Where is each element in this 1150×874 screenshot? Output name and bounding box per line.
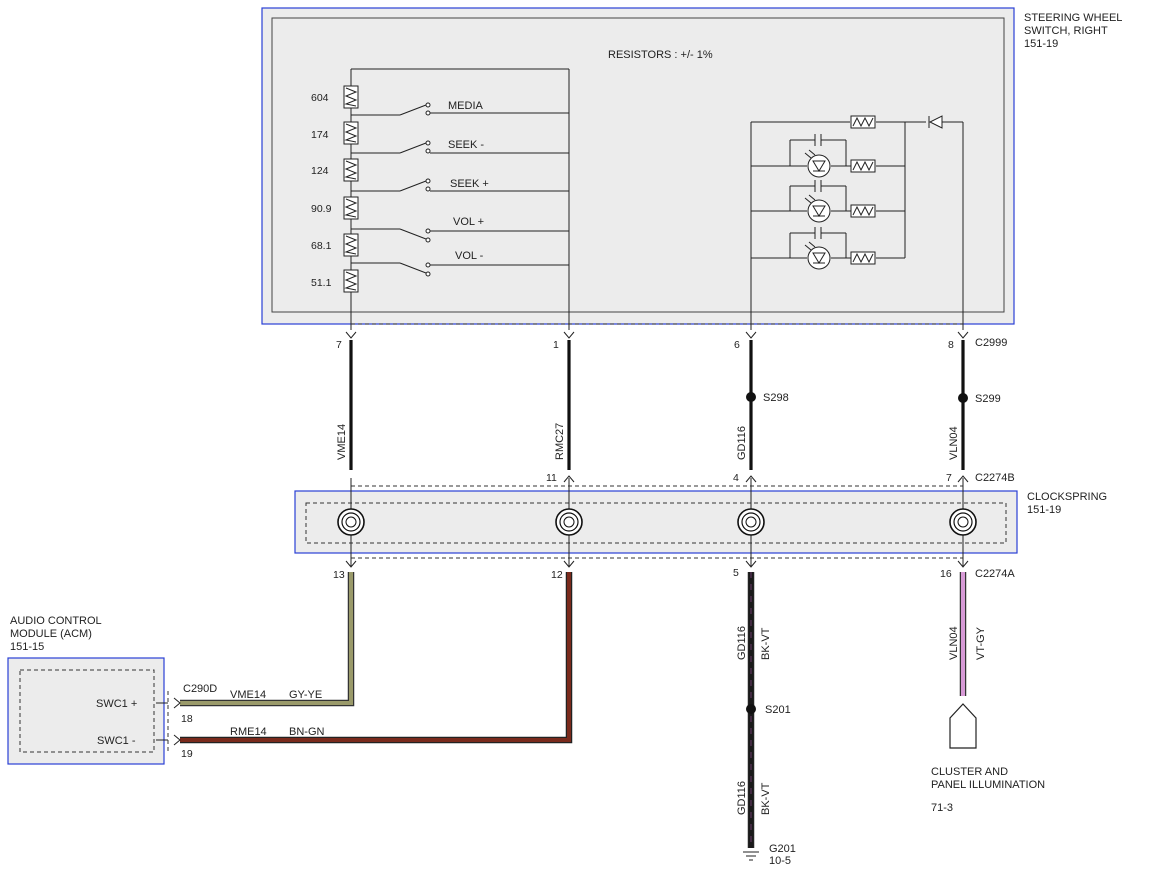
resistor-90-9-symbol <box>343 196 359 220</box>
ground-name: G201 <box>769 843 796 855</box>
clockspring-coil-3 <box>737 508 765 536</box>
clockspring: CLOCKSPRING 151-19 <box>294 478 1107 566</box>
splice-s298-label: S298 <box>763 392 789 404</box>
wire-bn-gn <box>180 572 571 742</box>
switch-label-vol-plus: VOL + <box>453 216 484 228</box>
switch-title-line3: 151-19 <box>1024 38 1058 50</box>
connector-c2999-label: C2999 <box>975 337 1007 349</box>
ground-g201-symbol <box>743 851 759 861</box>
cluster-connector-symbol <box>949 703 977 749</box>
acm-pin-number-19: 19 <box>181 748 193 760</box>
clockspring-coil-1 <box>337 508 365 536</box>
cluster-label-line2: PANEL ILLUMINATION <box>931 779 1045 791</box>
resistor-68-1-symbol <box>343 233 359 257</box>
pin-bottom-5: 5 <box>733 567 739 579</box>
cluster-label-line1: CLUSTER AND <box>931 766 1008 778</box>
pin-mid-11: 11 <box>546 472 557 484</box>
circuit-label-gd116-lower1: GD116 <box>736 626 748 660</box>
splice-s298-dot <box>746 392 756 402</box>
switch-seek-minus: SEEK - <box>351 139 569 154</box>
splice-s201-dot <box>746 704 756 714</box>
resistor-124-symbol <box>343 158 359 182</box>
splice-s299-dot <box>958 393 968 403</box>
resistor-note: RESISTORS : +/- 1% <box>608 49 713 61</box>
pin-arrow-8 <box>957 331 969 339</box>
switch-vol-minus: VOL - <box>351 250 569 277</box>
resistor-label-174: 174 <box>311 129 329 141</box>
resistor-label-124: 124 <box>311 165 329 177</box>
resistor-label-90-9: 90.9 <box>311 203 332 215</box>
acm-pin-number-18: 18 <box>181 713 193 725</box>
circuit-label-vln04-lower: VLN04 <box>948 626 960 660</box>
color-label-bn-gn: BN-GN <box>289 726 325 738</box>
circuit-label-gd116-upper: GD116 <box>736 426 748 460</box>
pin-arrow-7 <box>345 331 357 339</box>
switch-label-seek-minus: SEEK - <box>448 139 484 151</box>
pin-bottom-12: 12 <box>551 569 563 581</box>
resistor-51-1-symbol <box>343 269 359 293</box>
wire-vme14-lower <box>180 572 355 707</box>
pin-arrow-1 <box>563 331 575 339</box>
circuit-label-vme14-lower: VME14 <box>230 689 266 701</box>
switch-media: MEDIA <box>351 100 569 116</box>
switch-seek-plus: SEEK + <box>351 178 569 192</box>
resistor-174-symbol <box>343 121 359 145</box>
acm-title-line1: AUDIO CONTROL <box>10 615 102 627</box>
pin-top-1: 1 <box>553 339 559 351</box>
connector-c2274b-label: C2274B <box>975 472 1015 484</box>
resistor-label-68-1: 68.1 <box>311 240 332 252</box>
illumination-resistor-symbol <box>850 115 876 129</box>
pin-top-7: 7 <box>336 339 342 351</box>
clockspring-title-line2: 151-19 <box>1027 504 1061 516</box>
resistor-label-604: 604 <box>311 92 329 104</box>
circuit-label-vme14: VME14 <box>336 424 348 460</box>
steering-wheel-switch: STEERING WHEEL SWITCH, RIGHT 151-19 RESI… <box>261 7 1122 330</box>
acm-title-line3: 151-15 <box>10 641 44 653</box>
switch-label-vol-minus: VOL - <box>455 250 484 262</box>
cluster-ref: 71-3 <box>931 802 953 814</box>
illumination-circuit <box>750 115 964 330</box>
connector-c2274a-label: C2274A <box>975 568 1015 580</box>
pin-top-6: 6 <box>734 339 740 351</box>
connector-c290d-label: C290D <box>183 683 217 695</box>
clockspring-coil-2 <box>555 508 583 536</box>
acm-pin-swc1-minus: SWC1 - <box>97 735 136 747</box>
pin-bottom-13: 13 <box>333 569 345 581</box>
pin-top-8: 8 <box>948 339 954 351</box>
resistor-label-51-1: 51.1 <box>311 277 332 289</box>
resistor-604-symbol <box>343 85 359 109</box>
circuit-label-vln04-upper: VLN04 <box>948 426 960 460</box>
acm-title-line2: MODULE (ACM) <box>10 628 92 640</box>
circuit-label-gd116-lower2: GD116 <box>736 781 748 815</box>
wire-gy-ye <box>180 572 353 705</box>
switch-title-line1: STEERING WHEEL <box>1024 12 1122 24</box>
circuit-label-rme14: RME14 <box>230 726 267 738</box>
clockspring-title-line1: CLOCKSPRING <box>1027 491 1107 503</box>
ground-ref: 10-5 <box>769 855 791 867</box>
pin-mid-4: 4 <box>733 472 739 484</box>
wire-rme14-lower <box>180 572 573 744</box>
acm-pin-swc1-plus: SWC1 + <box>96 698 137 710</box>
pin-bottom-16: 16 <box>940 568 952 580</box>
switch-label-seek-plus: SEEK + <box>450 178 489 190</box>
switch-vol-plus: VOL + <box>351 216 569 243</box>
switch-title-line2: SWITCH, RIGHT <box>1024 25 1108 37</box>
pin-arrow-6 <box>745 331 757 339</box>
pin-mid-7: 7 <box>946 472 952 484</box>
circuit-label-rmc27: RMC27 <box>554 423 566 460</box>
color-label-bk-vt-1: BK-VT <box>760 627 772 660</box>
switch-label-media: MEDIA <box>448 100 484 112</box>
audio-control-module: AUDIO CONTROL MODULE (ACM) 151-15 SWC1 +… <box>7 615 217 765</box>
splice-s201-label: S201 <box>765 704 791 716</box>
clockspring-coil-4 <box>949 508 977 536</box>
splice-s299-label: S299 <box>975 393 1001 405</box>
color-label-bk-vt-2: BK-VT <box>760 782 772 815</box>
color-label-vt-gy: VT-GY <box>975 626 987 660</box>
color-label-gy-ye: GY-YE <box>289 689 322 701</box>
